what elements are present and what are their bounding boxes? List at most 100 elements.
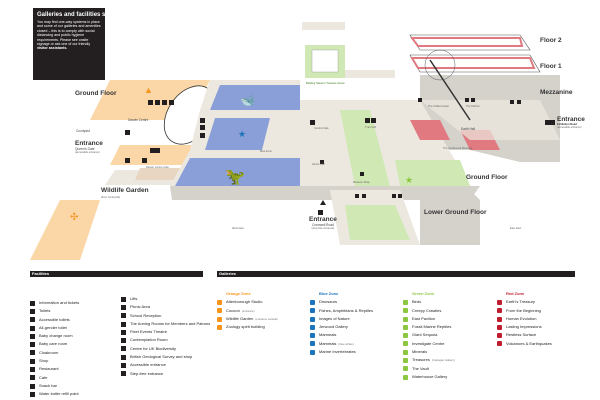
floor2-red [410,37,524,47]
gallery-legend-item: Human Evolution [497,315,552,323]
gallery-icon [310,341,315,347]
gallery-legend-item: Cocoon(entrance) [217,307,278,315]
gallery-legend-item: Images of Nature [310,315,373,323]
facility-icon [121,346,126,352]
facility-icon [30,383,35,389]
facility-legend-item: Water bottle refill point [30,390,79,398]
zone-title: Green Zone [412,291,435,296]
gallery-legend-item: Dinosaurs [310,298,373,306]
gallery-icon [497,316,502,322]
gallery-label: Fishes, Amphibians & Reptiles [319,307,374,313]
gallery-legend-item: Birds [403,298,455,306]
gallery-icon [217,308,222,314]
gallery-legend-item: Treasures(Cadogan Gallery) [403,356,455,364]
facility-legend-item: Baby change room [30,332,79,340]
lower-ground-base [400,190,480,245]
green-west [340,110,390,186]
gallery-legend-item: Fossil Marine Reptiles [403,323,455,331]
coffee-house-label: The Coffee House [428,105,450,108]
gallery-icon [497,333,502,339]
gallery-legend-item: Wildlife Garden(entrance outside) [217,315,278,323]
entrance-cromwell-road[interactable]: Entrance Cromwell Road (step-free entran… [309,216,337,230]
facility-label: Baby care room [39,341,68,347]
facility-icon [30,342,35,348]
facility-label: Baby change room [39,333,73,339]
entrance-exhibition-road[interactable]: Entrance Exhibition Road (accessible ent… [557,116,585,129]
facility-label: Accessible toilets [39,316,70,322]
gallery-label: East Pavilion [412,315,436,321]
entrance-queens-gate[interactable]: Entrance Queen's Gate (accessible entran… [75,140,103,154]
gallery-label: Mammals [319,340,337,346]
darwin-centre-label: Darwin Centre [128,118,149,122]
entrance-title: Entrance [75,140,103,147]
facility-icon [121,338,126,344]
investigate-centre [345,205,410,240]
gallery-legend-item: Minerals [403,348,455,356]
facility-label: Information and tickets [39,300,80,305]
gallery-label: Waterhouse Gallery [412,373,448,379]
gallery-legend-item: Giant Sequoia [403,331,455,339]
entrance-note: (accessible entrance) [557,126,582,129]
facility-icon [30,350,35,356]
facility-label: All-gender toilet [39,324,67,330]
facility-label: School Reception [130,312,162,318]
facility-legend-item: Cloakroom [30,349,79,357]
gallery-icon [310,333,315,339]
facility-icon [121,329,126,335]
gallery-label: Volcanoes & Earthquakes [506,340,552,346]
facility-legend-item: Information and tickets [30,299,79,307]
facility-label: British Geological Survey and shop [130,354,193,360]
ground-floor-east-label: Ground Floor [466,174,508,181]
gallery-icon [497,308,502,314]
mezz-link [345,70,395,78]
gallery-label: Dinosaurs [319,299,338,305]
facility-icon [121,354,126,360]
facility-label: Accessible entrance [130,362,166,368]
gallery-label: Images of Nature [319,315,350,321]
facility-icon [30,308,35,314]
earth-sphere [424,49,456,81]
gallery-legend-item: Marine Invertebrates [310,348,373,356]
blue-galleries [205,118,270,150]
mezzanine-label: Mezzanine [540,89,573,96]
ground-floor-label: Ground Floor [75,90,117,97]
facility-label: Picnic Area [130,304,151,310]
gallery-label: Attenborough Studio [226,299,263,305]
blue-whale-hall [210,85,300,110]
gallery-legend-item: From the Beginning [497,307,552,315]
gallery-legend-item: Creepy Crawlies [403,307,455,315]
floor-plan: 🐋 🦖 ★ ★ ✣ ▲ [30,22,560,260]
gallery-legend-item: Restless Surface [497,331,552,339]
facility-icon [30,333,35,339]
gallery-icon [403,366,408,372]
facility-legend-item: Snack bar [30,382,79,390]
facility-label: Fleet Events Theatre [130,329,168,335]
gallery-note: (Cadogan Gallery) [431,358,455,363]
facility-icon [30,391,35,397]
blue-whale-icon: 🐋 [240,93,255,107]
gallery-legend-item: Attenborough Studio [217,298,278,306]
facility-icon [30,375,35,381]
facility-label: Cafe [39,374,48,380]
facility-icon [121,313,126,319]
wildlife-garden-area [30,200,100,260]
entrance-title: Entrance [557,116,585,123]
facility-icon [30,317,35,323]
gallery-label: Earth's Treasury [506,299,535,305]
facility-legend-item: British Geological Survey and shop [121,353,210,361]
dragonfly-icon: ✣ [70,212,78,223]
wildlife-garden-note: (from Courtyard) [101,196,121,199]
facility-label: Water bottle refill point [39,391,79,397]
facility-legend-item: Contemplation Room [121,336,210,344]
gallery-label: Human Evolution [506,315,537,321]
facility-label: Cloakroom [39,349,59,355]
gallery-icon [403,341,408,347]
gallery-label: Investigate Centre [412,340,445,346]
top-floor [302,22,345,30]
gallery-icon [403,358,408,364]
gallery-icon [310,316,315,322]
facility-icon [30,358,35,364]
